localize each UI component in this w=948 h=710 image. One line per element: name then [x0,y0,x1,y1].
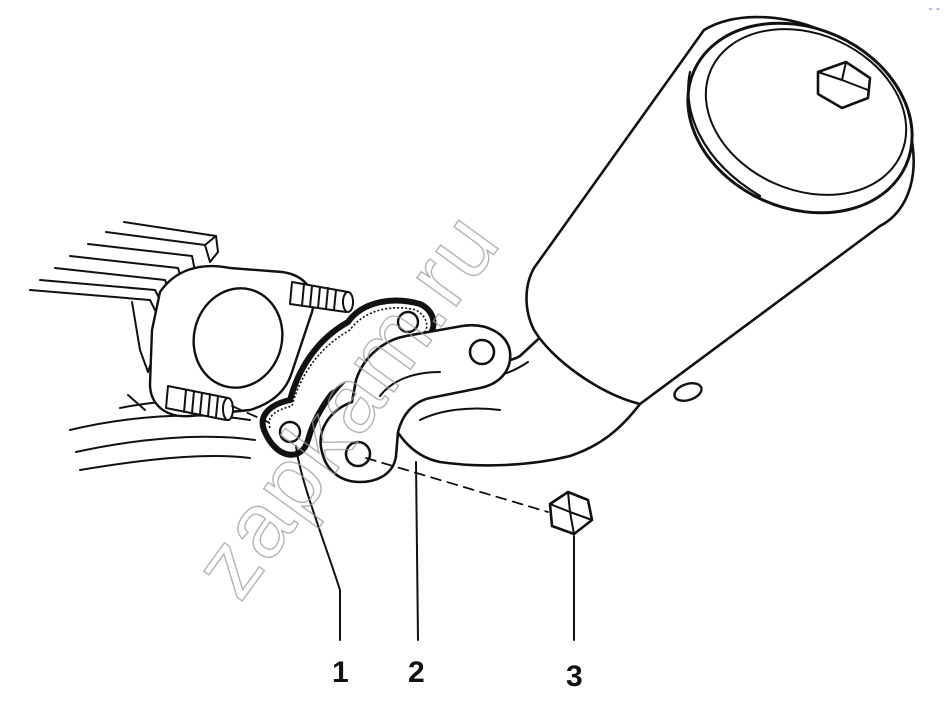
leader-lines [295,445,575,641]
flange-stud-lower [165,385,234,421]
callout-1: 1 [332,656,349,689]
callout-3: 3 [566,660,583,693]
callout-2: 2 [408,656,425,689]
flange-nut [548,490,594,536]
exhaust-muffler [319,15,915,484]
muffler-drain-bolt [816,60,872,110]
head-exhaust-flange [148,264,315,418]
corner-mark: - - [928,2,940,15]
assembly-axis-lines [231,405,549,513]
flange-stud-upper [289,281,354,313]
exhaust-gasket [259,297,437,458]
